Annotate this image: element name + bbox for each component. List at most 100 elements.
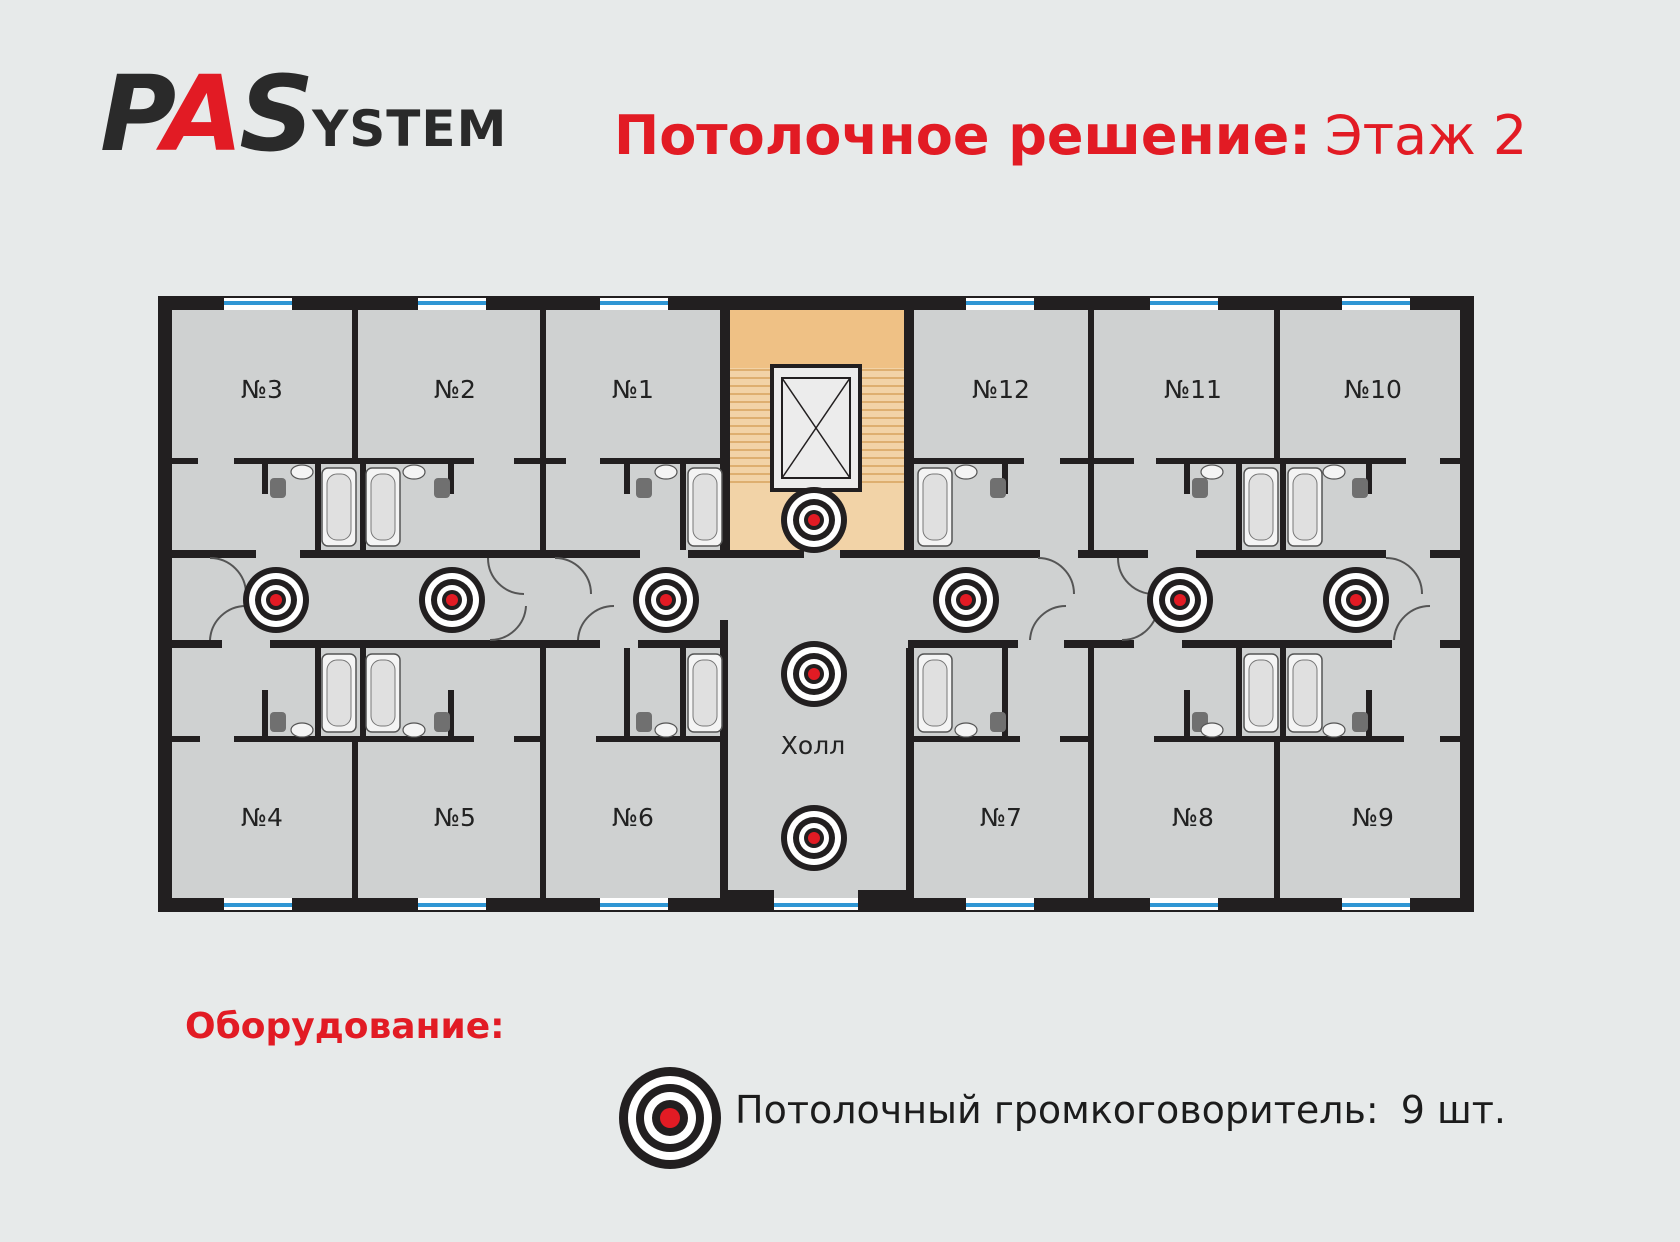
page-title-bold: Потолочное решение: <box>614 104 1311 167</box>
wall <box>262 690 268 740</box>
window-glass <box>600 301 668 305</box>
wall <box>1156 458 1406 464</box>
sink-basin <box>402 464 426 480</box>
wall <box>914 736 1020 742</box>
wall <box>906 648 914 912</box>
wall <box>1182 640 1392 648</box>
sink-icon <box>954 722 978 738</box>
bathtub-icon <box>321 467 357 547</box>
legend-speaker-count: 9 шт. <box>1400 1088 1506 1132</box>
speaker-ring <box>808 514 820 526</box>
wall <box>904 296 914 552</box>
toilet-bowl <box>434 478 450 498</box>
speaker-ring <box>270 594 282 606</box>
wall <box>840 550 1040 558</box>
wall <box>908 640 1018 648</box>
ceiling-speaker-icon <box>781 487 847 553</box>
door-swing <box>489 605 527 642</box>
bathtub-icon <box>1287 467 1323 547</box>
sink-icon <box>1200 722 1224 738</box>
wall <box>1274 296 1280 460</box>
window-glass <box>418 903 486 907</box>
window-glass <box>1342 301 1410 305</box>
toilet-bowl <box>270 712 286 732</box>
sink-icon <box>654 464 678 480</box>
room-label-5: №5 <box>434 803 476 832</box>
room-label-9: №9 <box>1352 803 1394 832</box>
ceiling-speaker-icon <box>619 1067 721 1169</box>
ceiling-speaker-icon <box>781 641 847 707</box>
speaker-ring <box>660 594 672 606</box>
speaker-ring <box>960 594 972 606</box>
wall <box>270 640 600 648</box>
sink-basin <box>1322 722 1346 738</box>
wall <box>1184 690 1190 740</box>
door-swing <box>554 557 592 595</box>
room-label-11: №11 <box>1164 375 1222 404</box>
window-glass <box>224 903 292 907</box>
legend-item-speaker: Потолочный громкоговоритель:9 шт. <box>735 1088 1506 1132</box>
wall <box>262 464 268 494</box>
door-swing <box>1029 604 1067 641</box>
toilet-bowl <box>1352 712 1368 732</box>
wall <box>858 890 914 912</box>
room-label-1: №1 <box>612 375 654 404</box>
wall <box>172 458 198 464</box>
toilet-bowl <box>434 712 450 732</box>
wall <box>448 690 454 740</box>
sink-basin <box>954 464 978 480</box>
bathtub-icon <box>687 653 723 733</box>
door-swing <box>1385 557 1423 595</box>
bathtub-icon <box>1287 653 1323 733</box>
window-glass <box>966 301 1034 305</box>
stair-steps <box>728 369 906 483</box>
sink-basin <box>290 722 314 738</box>
wall <box>352 742 358 912</box>
wall <box>680 648 686 742</box>
ceiling-speaker-icon <box>419 567 485 633</box>
stair-landing <box>728 310 906 368</box>
wall <box>1002 648 1008 742</box>
wall <box>1366 690 1372 740</box>
wall <box>1002 464 1008 494</box>
wall <box>172 736 200 742</box>
wall <box>638 640 728 648</box>
door-swing <box>1037 557 1075 595</box>
window-glass <box>600 903 668 907</box>
window-glass <box>1150 903 1218 907</box>
logo-letter-s: S <box>239 53 314 175</box>
toilet-bowl <box>270 478 286 498</box>
door-swing <box>577 604 615 641</box>
wall <box>600 458 720 464</box>
wall <box>448 464 454 494</box>
wall <box>1440 458 1470 464</box>
ceiling-speakers <box>243 487 1389 871</box>
wall <box>1430 550 1470 558</box>
room-label-2: №2 <box>434 375 476 404</box>
room-label-12: №12 <box>972 375 1030 404</box>
bathtub-basin <box>692 659 718 727</box>
sink-icon <box>402 464 426 480</box>
sink-icon <box>1322 722 1346 738</box>
walls <box>158 296 1474 912</box>
wall <box>1280 464 1286 550</box>
sink-icon <box>954 464 978 480</box>
sink-icon <box>1200 464 1224 480</box>
sink-basin <box>654 464 678 480</box>
wall <box>720 890 774 912</box>
windows <box>224 298 1410 910</box>
toilet-bowl <box>636 712 652 732</box>
window-glass <box>774 903 858 907</box>
wall <box>514 458 540 464</box>
bathtub-basin <box>370 659 396 727</box>
wall <box>172 640 222 648</box>
sink-basin <box>1322 464 1346 480</box>
toilet-icon <box>990 712 1006 732</box>
bathtub-icon <box>917 653 953 733</box>
wall <box>1060 736 1090 742</box>
elevator-cross-b <box>781 377 851 479</box>
wall <box>914 458 1024 464</box>
room-label-4: №4 <box>241 803 283 832</box>
wall <box>352 296 358 460</box>
wall <box>514 736 540 742</box>
